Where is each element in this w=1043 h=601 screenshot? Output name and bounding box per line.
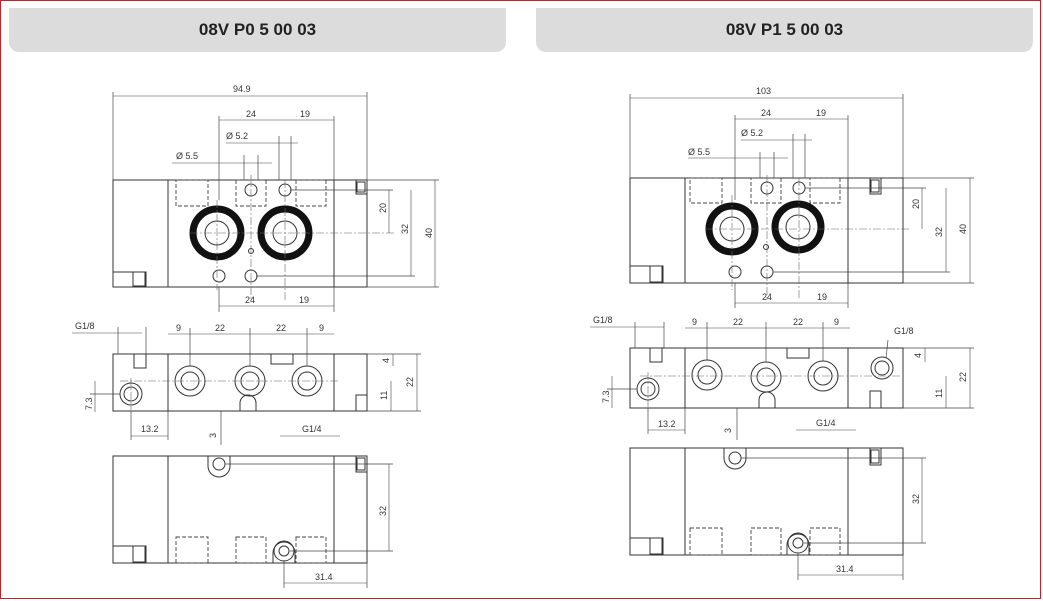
dim-label: 9	[834, 317, 839, 327]
right-side-dims: G1/8 9 22 22 9 G1/8 4 22 11 7.3 13.2 3 G…	[590, 315, 974, 440]
left-side-dims: G1/8 9 22 22 9 4 22 11 7.3 13.2 3 G1/4	[72, 321, 421, 445]
dim-label: 22	[958, 372, 968, 382]
dim-label: 31.4	[315, 572, 333, 582]
dim-label: 40	[958, 224, 968, 234]
left-top-view	[112, 175, 395, 300]
dim-label: 32	[911, 494, 921, 504]
right-bottom-view	[629, 447, 904, 556]
right-side-view	[629, 347, 904, 409]
dim-label: 24	[246, 109, 256, 119]
dim-label: 94.9	[233, 84, 251, 94]
dim-label: 22	[405, 377, 415, 387]
left-side-view	[112, 353, 368, 412]
left-top-dims: 94.9 24 19 Ø 5.2 Ø 5.5 20 32 40 24 19	[112, 84, 439, 312]
right-top-dims: 103 24 19 Ø 5.2 Ø 5.5 20 32 40 24 19	[629, 86, 974, 308]
dim-label: G1/4	[816, 418, 836, 428]
dim-label: G1/8	[593, 315, 613, 325]
dim-label: 13.2	[658, 419, 676, 429]
dim-label: 7.3	[84, 397, 94, 410]
right-top-view	[629, 175, 910, 300]
dim-label: 19	[300, 109, 310, 119]
dim-label: 32	[400, 224, 410, 234]
dim-label: 31.4	[836, 564, 854, 574]
dim-label: 3	[723, 428, 733, 433]
dim-label: Ø 5.2	[741, 128, 763, 138]
dim-label: 22	[276, 323, 286, 333]
dim-label: G1/4	[302, 424, 322, 434]
dim-label: G1/8	[894, 326, 914, 336]
dim-label: 19	[816, 108, 826, 118]
dim-label: 40	[424, 228, 434, 238]
dim-label: 32	[934, 227, 944, 237]
left-bottom-dims: 32 31.4	[225, 463, 393, 588]
dim-label: 11	[379, 391, 389, 400]
left-bottom-view	[112, 455, 368, 564]
left-drawing: 94.9 24 19 Ø 5.2 Ø 5.5 20 32 40 24 19	[72, 84, 439, 588]
dim-label: 9	[176, 323, 181, 333]
left-panel-title: 08V P0 5 00 03	[9, 8, 506, 52]
dim-label: 11	[934, 389, 944, 398]
dim-label: 32	[378, 506, 388, 516]
dim-label: 19	[299, 295, 309, 305]
dim-label: Ø 5.2	[226, 131, 248, 141]
dim-label: 4	[913, 353, 923, 358]
dim-label: G1/8	[75, 321, 95, 331]
dim-label: 4	[381, 358, 391, 363]
dim-label: 13.2	[141, 424, 159, 434]
right-bottom-dims: 32 31.4	[741, 457, 926, 580]
dim-label: 24	[245, 295, 255, 305]
right-panel-title: 08V P1 5 00 03	[536, 8, 1033, 52]
dim-label: 103	[756, 86, 771, 96]
dim-label: 22	[733, 317, 743, 327]
dim-label: 9	[319, 323, 324, 333]
dim-label: 24	[761, 108, 771, 118]
dim-label: 24	[762, 292, 772, 302]
dim-label: Ø 5.5	[688, 147, 710, 157]
right-drawing: 103 24 19 Ø 5.2 Ø 5.5 20 32 40 24 19	[590, 86, 974, 580]
dim-label: Ø 5.5	[176, 151, 198, 161]
dim-label: 7.3	[601, 390, 611, 403]
dim-label: 3	[208, 433, 218, 438]
dim-label: 20	[378, 203, 388, 213]
dim-label: 22	[793, 317, 803, 327]
dim-label: 22	[215, 323, 225, 333]
dim-label: 19	[817, 292, 827, 302]
dim-label: 20	[911, 199, 921, 209]
dim-label: 9	[692, 317, 697, 327]
